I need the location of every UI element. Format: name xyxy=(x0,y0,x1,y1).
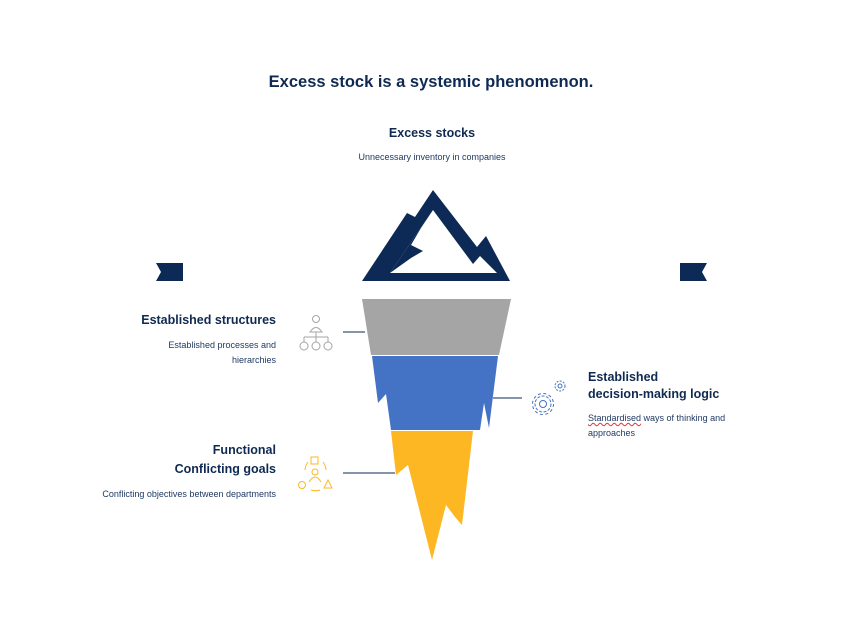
decision-text: Standardised ways of thinking and approa… xyxy=(588,411,763,441)
decision-text-word1: Standardised xyxy=(588,413,642,423)
excess-stocks-heading: Excess stocks xyxy=(388,126,476,140)
right-flag-marker xyxy=(680,263,707,281)
goals-heading-line2: Conflicting goals xyxy=(174,462,276,476)
team-shapes-icon xyxy=(298,456,333,492)
decision-heading-line1: Established xyxy=(588,370,659,384)
goals-text: Conflicting objectives between departmen… xyxy=(102,489,276,499)
structures-text: Established processes and hierarchies xyxy=(168,340,276,365)
iceberg-layer-decision xyxy=(372,356,498,430)
goals-heading-line1: Functional xyxy=(212,443,276,457)
page-title: Excess stock is a systemic phenomenon. xyxy=(268,73,594,91)
mountain-tip-icon xyxy=(362,190,510,281)
decision-heading-line2: decision-making logic xyxy=(588,387,720,401)
structures-heading: Established structures xyxy=(141,313,276,327)
gears-icon xyxy=(532,380,566,415)
iceberg-layer-goals xyxy=(391,431,473,560)
org-chart-icon xyxy=(299,315,333,351)
iceberg-layer-structures xyxy=(362,299,511,355)
decision-text-rest: ways of thinking and approaches xyxy=(588,413,726,438)
left-flag-marker xyxy=(156,263,183,281)
excess-stocks-text: Unnecessary inventory in companies xyxy=(358,152,506,162)
